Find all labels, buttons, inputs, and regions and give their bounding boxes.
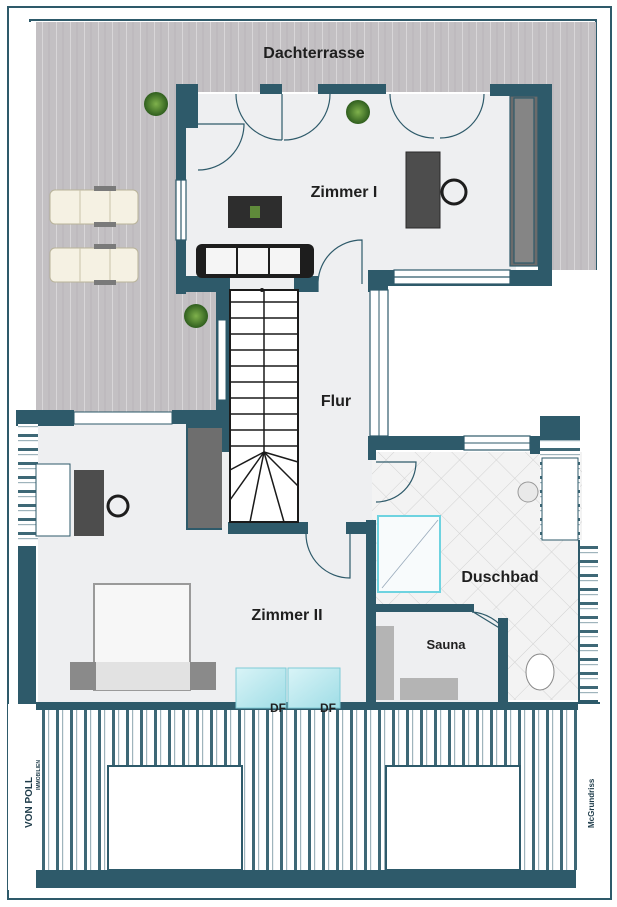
label-dachterrasse: Dachterrasse [263, 45, 365, 62]
skylight-2 [287, 667, 341, 709]
svg-text:VON POLL: VON POLL [24, 777, 35, 828]
plant-icon [144, 92, 370, 328]
zimmer2-furniture [70, 428, 341, 709]
bath-fixtures [376, 481, 555, 700]
staircase [229, 288, 299, 523]
sun-lounger-1 [49, 186, 139, 227]
sloped-roof [8, 424, 610, 890]
credit-mcgrundriss: McGrundriss [587, 778, 596, 828]
label-duschbad: Duschbad [461, 569, 538, 586]
label-flur: Flur [321, 393, 351, 410]
roof-terrace [36, 22, 596, 420]
label-zimmer1: Zimmer I [311, 184, 378, 201]
logo-von-poll: VON POLL IMMOBILIEN [24, 760, 42, 828]
sun-lounger-2 [49, 244, 139, 285]
svg-text:IMMOBILIEN: IMMOBILIEN [36, 760, 42, 790]
flur-doors [305, 239, 507, 633]
label-df-2: DF [320, 701, 336, 715]
zimmer1-windows [175, 93, 539, 285]
outer-border [7, 6, 612, 900]
label-sauna: Sauna [426, 637, 466, 652]
label-zimmer2: Zimmer II [251, 607, 322, 624]
flur-window [73, 289, 531, 451]
label-df-1: DF [270, 701, 286, 715]
skylight-1 [235, 667, 287, 709]
zimmer1-furniture [196, 151, 468, 278]
